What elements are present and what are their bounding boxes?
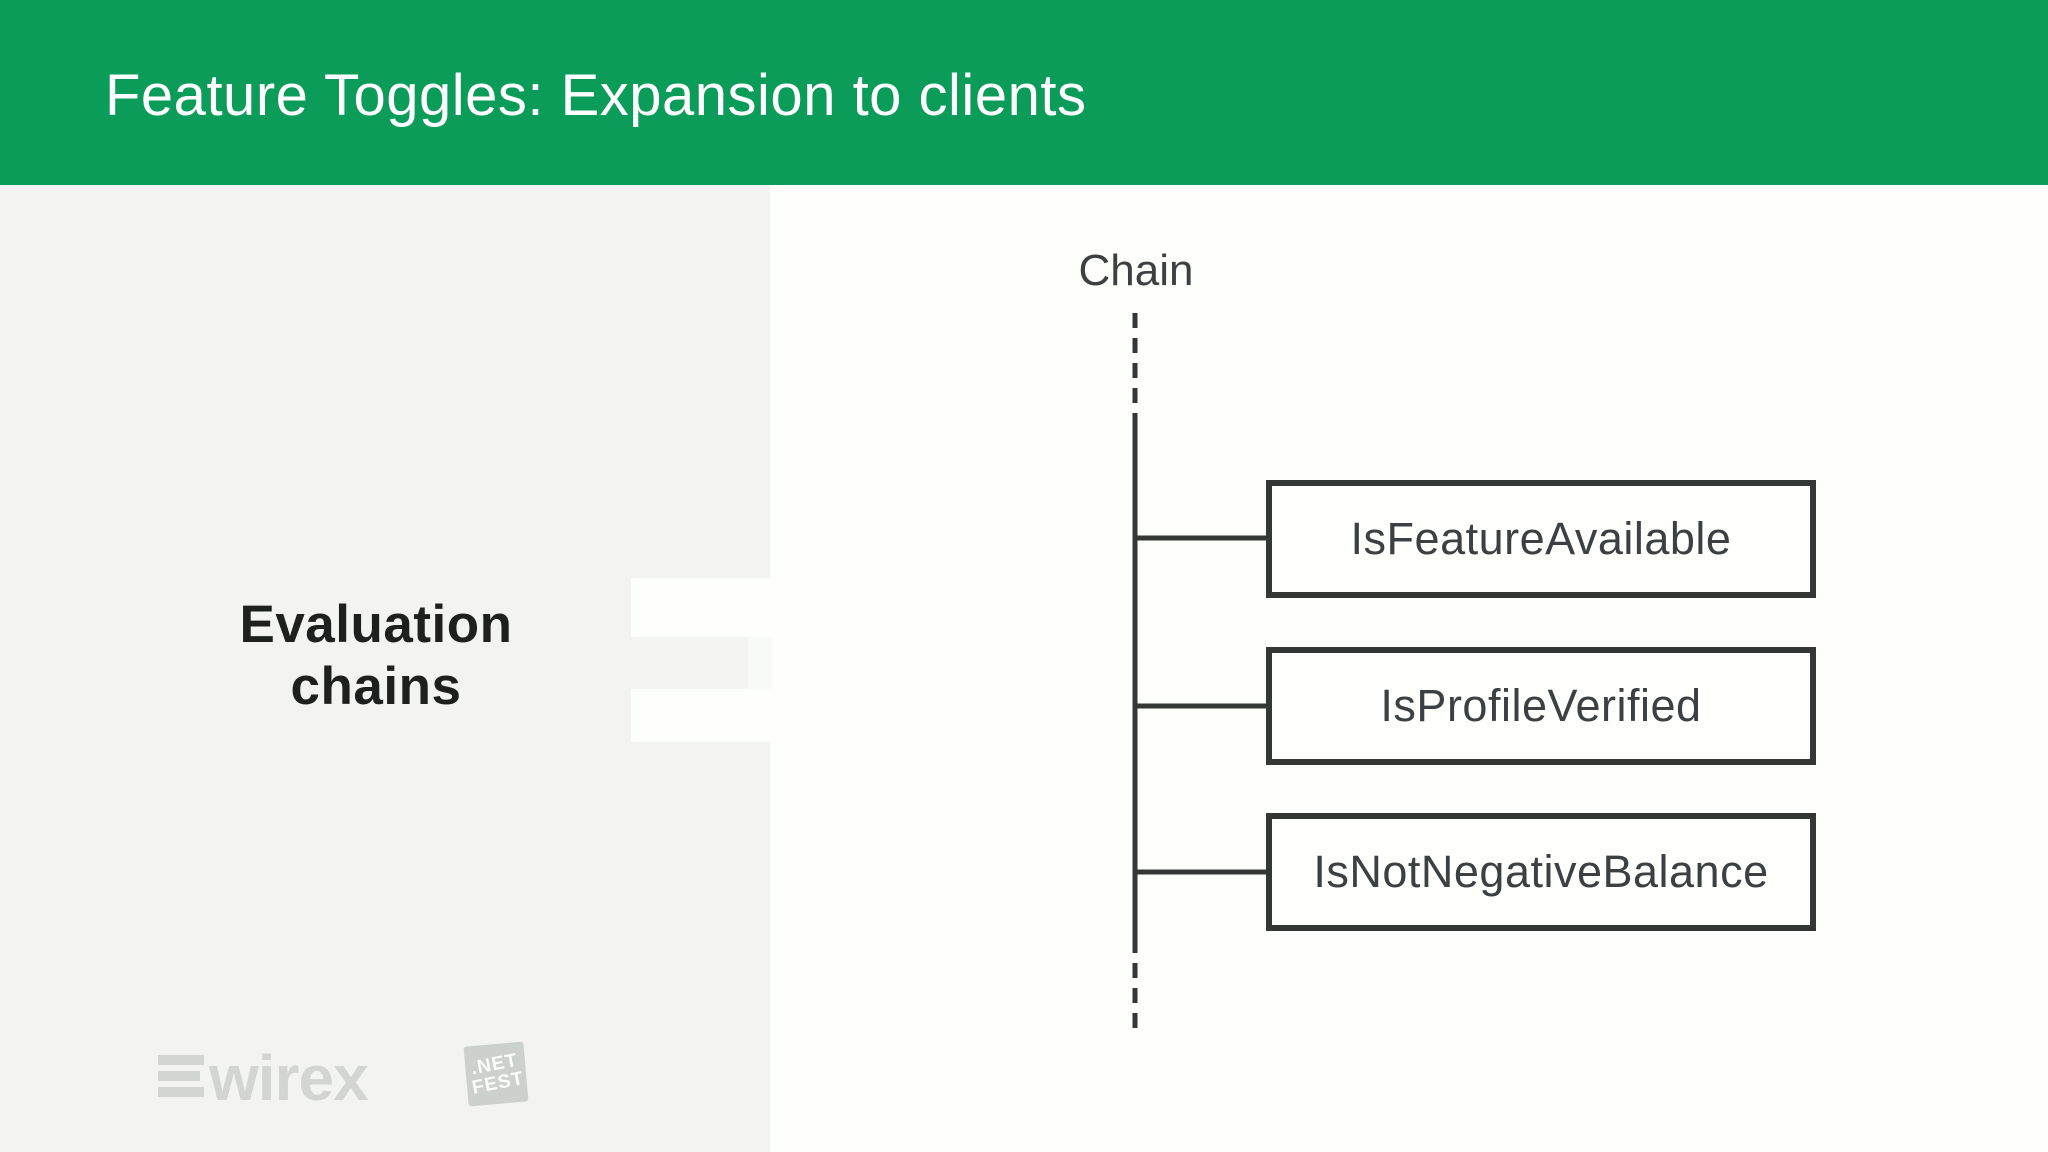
slide-title: Feature Toggles: Expansion to clients (105, 63, 1087, 128)
section-title: Evaluation chains (126, 594, 626, 718)
chain-node-label: IsProfileVerified (1380, 680, 1702, 731)
netfest-logo: .NET FEST (463, 1041, 529, 1107)
wirex-logo-text: wirex (209, 1042, 369, 1114)
wirex-bars-icon (158, 1055, 204, 1097)
chain-node-isfeatureavailable: IsFeatureAvailable (1266, 480, 1816, 598)
ghost-rectangle-top (631, 578, 772, 637)
ghost-rectangle-bottom (631, 689, 772, 742)
netfest-logo-text: .NET FEST (467, 1050, 526, 1099)
slide-header: Feature Toggles: Expansion to clients (0, 0, 2048, 185)
chain-node-label: IsNotNegativeBalance (1313, 846, 1769, 897)
chain-node-label: IsFeatureAvailable (1350, 513, 1732, 564)
section-title-line2: chains (290, 657, 462, 716)
left-section-panel (0, 185, 770, 1152)
section-title-line1: Evaluation (239, 595, 513, 654)
wirex-logo: wirex (158, 1042, 369, 1114)
chain-root-label: Chain (1078, 246, 1194, 295)
chain-node-isnotnegativebalance: IsNotNegativeBalance (1266, 813, 1816, 931)
chain-connector-lines (1132, 313, 1266, 1028)
chain-node-isprofileverified: IsProfileVerified (1266, 647, 1816, 765)
